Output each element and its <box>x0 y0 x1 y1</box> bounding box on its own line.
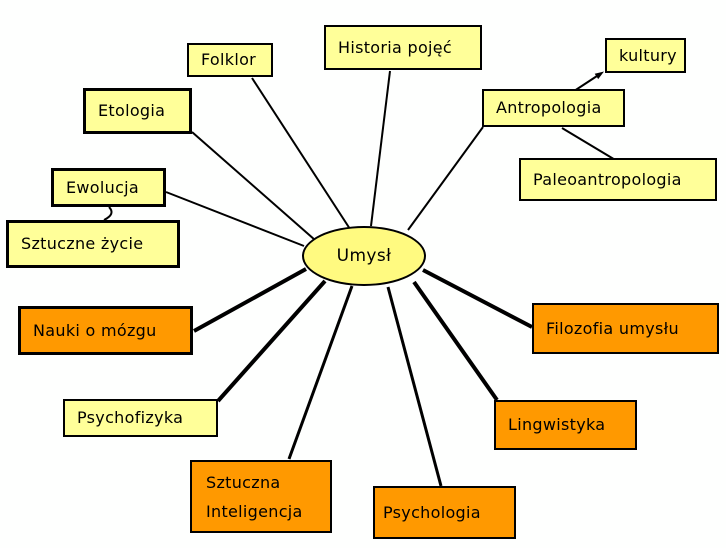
edge-umysl-antropologia <box>407 126 484 231</box>
node-antropologia-label: Antropologia <box>496 98 602 117</box>
node-umysl[interactable]: Umysł <box>302 226 426 286</box>
node-psychologia-label: Psychologia <box>383 502 481 522</box>
edge-umysl-folklor <box>251 77 351 230</box>
node-sztuczne-zycie[interactable]: Sztuczne życie <box>6 220 180 268</box>
edge-umysl-sztuczna-inteligencja <box>287 285 354 460</box>
edge-umysl-filozofia-umyslu <box>422 268 533 329</box>
edge-umysl-lingwistyka <box>412 280 499 402</box>
edge-umysl-psychologia <box>386 286 443 487</box>
edge-umysl-nauki-o-mozgu <box>193 267 307 333</box>
node-folklor[interactable]: Folklor <box>187 43 273 77</box>
node-psychofizyka-label: Psychofizyka <box>77 408 184 427</box>
node-nauki-o-mozgu[interactable]: Nauki o mózgu <box>18 306 193 355</box>
node-antropologia[interactable]: Antropologia <box>482 89 625 127</box>
node-psychofizyka[interactable]: Psychofizyka <box>63 399 218 437</box>
edge-umysl-historia-pojec <box>370 70 391 227</box>
node-ewolucja[interactable]: Ewolucja <box>51 168 166 207</box>
node-kultury-label: kultury <box>619 45 677 65</box>
edge-umysl-psychofizyka <box>216 279 327 403</box>
edge-umysl-etologia <box>191 131 316 241</box>
node-umysl-label: Umysł <box>336 246 392 266</box>
node-ewolucja-label: Ewolucja <box>66 177 140 197</box>
node-sztuczna-inteligencja-label: Sztuczna Inteligencja <box>206 472 303 521</box>
node-nauki-o-mozgu-label: Nauki o mózgu <box>33 320 157 340</box>
node-kultury[interactable]: kultury <box>605 38 686 73</box>
node-historia-pojec-label: Historia pojęć <box>338 37 453 57</box>
edge-antropologia-paleoantropologia <box>561 127 618 162</box>
node-sztuczne-zycie-label: Sztuczne życie <box>21 234 144 253</box>
node-etologia[interactable]: Etologia <box>83 88 192 134</box>
node-paleoantropologia-label: Paleoantropologia <box>533 169 682 189</box>
arrowhead-kultury <box>594 71 604 80</box>
node-lingwistyka-label: Lingwistyka <box>508 415 606 434</box>
node-paleoantropologia[interactable]: Paleoantropologia <box>519 158 717 201</box>
node-sztuczna-inteligencja[interactable]: Sztuczna Inteligencja <box>190 460 332 533</box>
edge-ewolucja-sztuczne-zycie <box>103 206 113 221</box>
node-historia-pojec[interactable]: Historia pojęć <box>324 25 482 70</box>
edge-umysl-ewolucja <box>165 191 305 247</box>
node-folklor-label: Folklor <box>201 50 257 69</box>
node-psychologia[interactable]: Psychologia <box>373 486 516 539</box>
node-filozofia-umyslu[interactable]: Filozofia umysłu <box>532 303 719 354</box>
node-etologia-label: Etologia <box>98 101 166 120</box>
node-lingwistyka[interactable]: Lingwistyka <box>494 400 637 450</box>
node-filozofia-umyslu-label: Filozofia umysłu <box>546 318 679 338</box>
